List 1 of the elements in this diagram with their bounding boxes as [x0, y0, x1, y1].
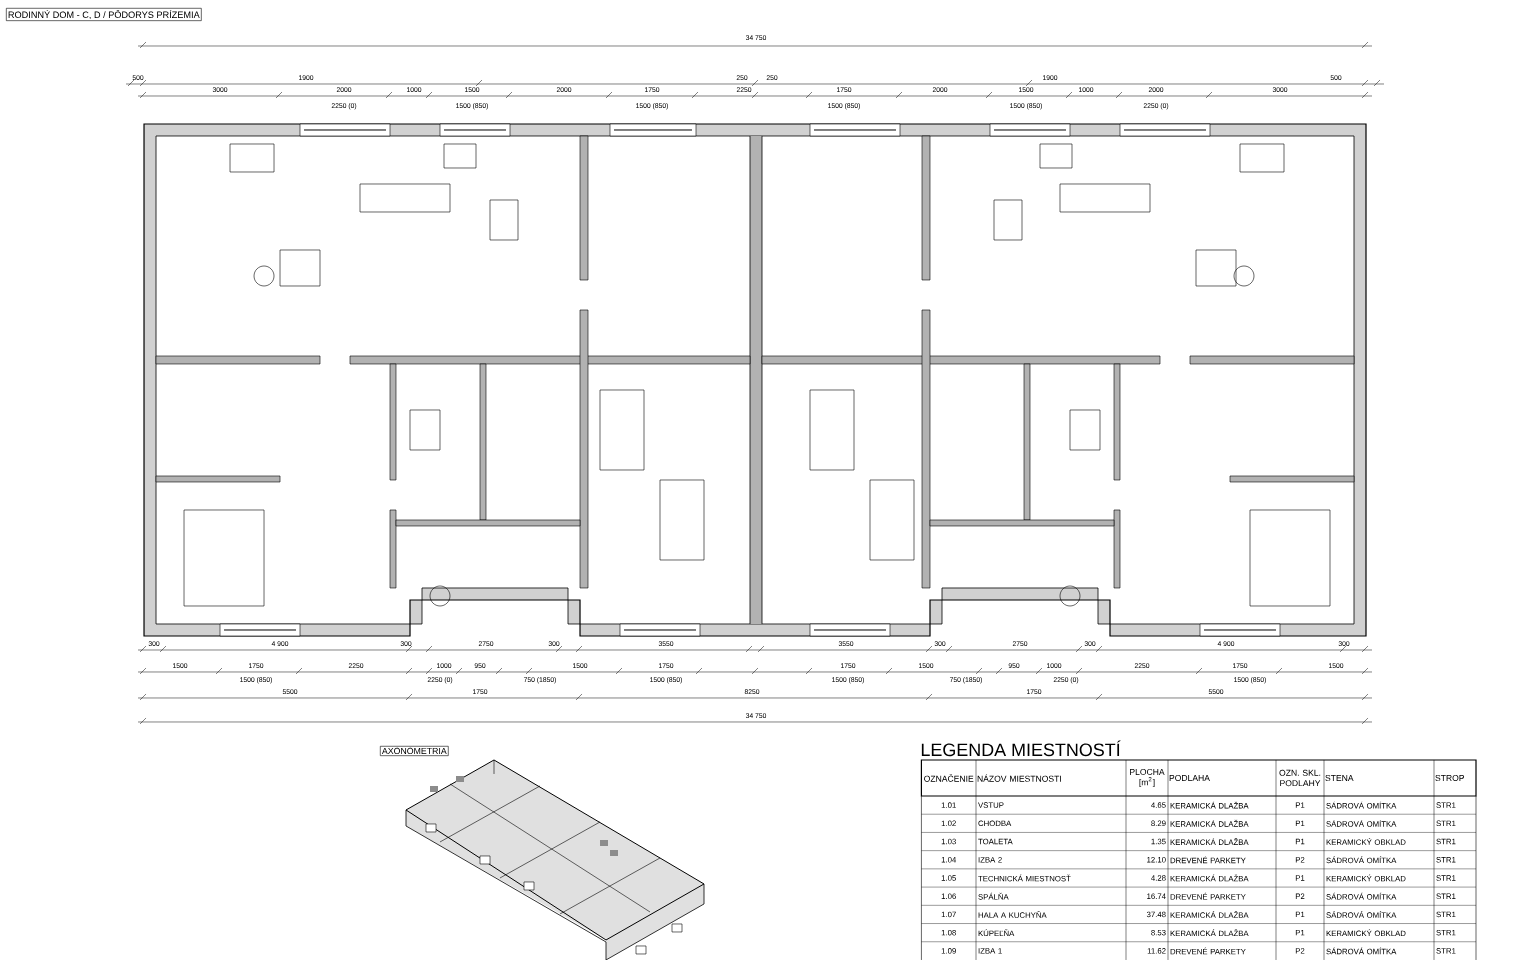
legend-heading: LEGENDA MIESTNOSTÍ [921, 740, 1121, 757]
